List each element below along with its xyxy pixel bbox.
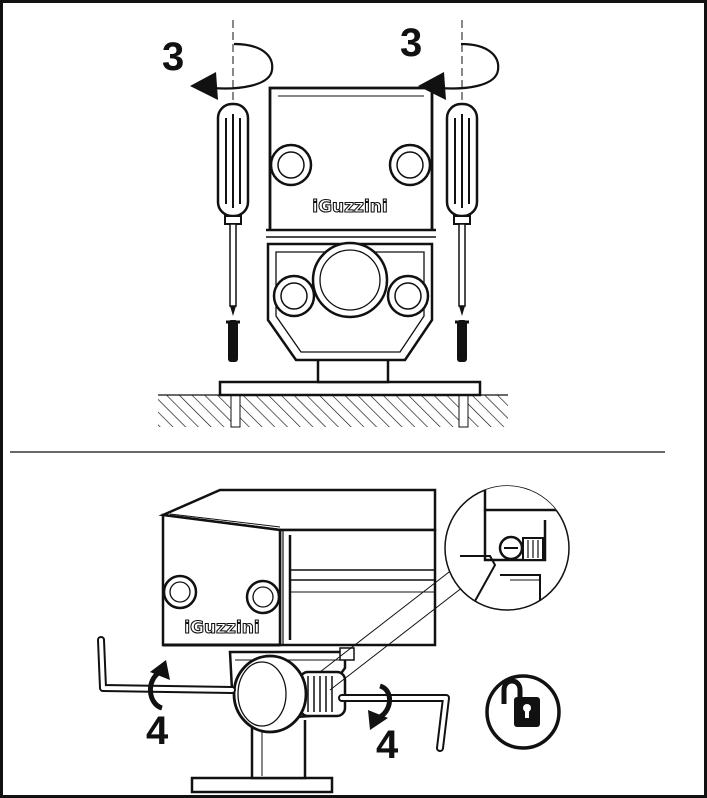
bottom-panel: iGuzzini — [97, 485, 570, 794]
support-pillar-bottom — [250, 720, 307, 780]
unlock-padlock-icon — [485, 674, 561, 750]
brand-logo-bottom: iGuzzini — [184, 618, 259, 638]
luminaire-housing-front — [161, 513, 282, 647]
ground-hatch — [158, 394, 508, 427]
rotate-arrow-icon — [368, 683, 392, 730]
detail-magnifier — [444, 485, 570, 611]
base-plate — [218, 380, 482, 397]
rotate-counterclockwise-arrow-icon — [190, 42, 274, 100]
mounting-bracket — [266, 241, 434, 362]
bracket-screw-right — [386, 274, 430, 318]
screwdriver-icon — [216, 102, 250, 316]
rotate-counterclockwise-arrow-icon — [418, 42, 500, 100]
step-number-4-left: 4 — [146, 709, 169, 753]
anchor-hole-left — [230, 394, 241, 428]
brand-logo-top: iGuzzini — [312, 197, 387, 217]
luminaire-housing — [266, 86, 436, 238]
housing-screw-left — [269, 143, 313, 187]
luminaire-housing-side — [158, 488, 437, 647]
step-number-3-right: 3 — [400, 21, 422, 65]
detail-leader-line — [329, 579, 473, 691]
pivot-cylinder — [232, 654, 308, 734]
housing-screw-front-right — [245, 579, 281, 615]
detail-leader-line — [319, 561, 463, 673]
allen-key-icon — [338, 694, 450, 752]
screw-icon — [455, 320, 469, 362]
screw-icon — [226, 320, 240, 362]
base-plate-bottom — [190, 776, 334, 794]
step-number-3-left: 3 — [162, 35, 184, 79]
anchor-hole-right — [458, 394, 469, 428]
housing-screw-right — [388, 143, 432, 187]
bracket-screw-left — [272, 274, 316, 318]
allen-key-icon — [97, 636, 236, 694]
top-panel: iGuzzini 3 3 — [158, 20, 508, 428]
rotate-arrow-icon — [148, 660, 170, 711]
housing-screw-front-left — [162, 574, 198, 610]
screwdriver-icon — [445, 102, 479, 316]
step-number-4-right: 4 — [376, 723, 399, 767]
